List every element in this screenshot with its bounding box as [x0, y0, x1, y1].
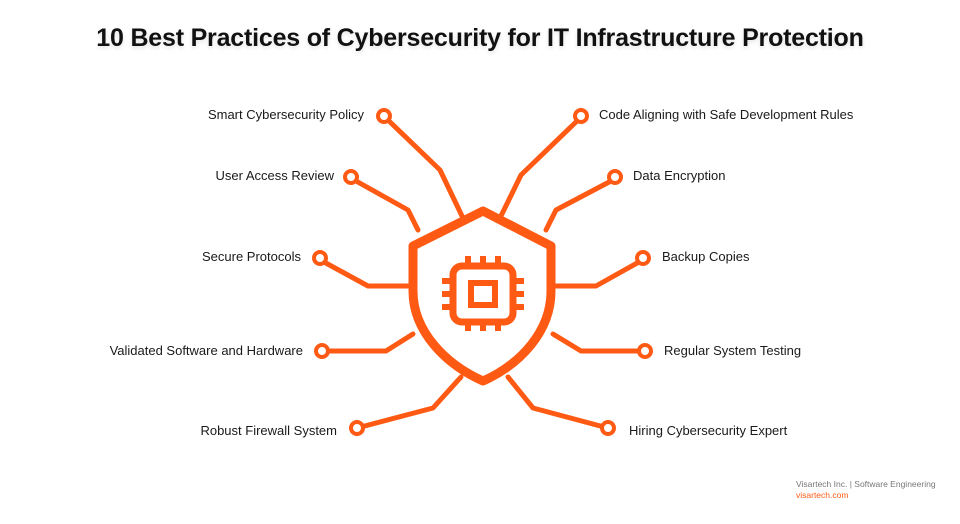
endpoint-icon: [343, 169, 359, 185]
connector-secure-protocols: [321, 259, 413, 289]
connector-user-access: [353, 178, 421, 233]
connector-smart-policy: [386, 118, 465, 219]
practice-validated-software-hardware: Validated Software and Hardware: [109, 343, 303, 358]
practice-robust-firewall-system: Robust Firewall System: [200, 423, 337, 438]
chip-icon: [442, 256, 524, 331]
practice-smart-cybersecurity-policy: Smart Cybersecurity Policy: [207, 107, 364, 122]
chip-core: [468, 280, 498, 308]
practice-user-access-review: User Access Review: [215, 168, 334, 183]
connector-backup: [553, 259, 642, 289]
endpoint-icon: [600, 420, 616, 436]
connector-system-testing: [550, 331, 643, 354]
practice-code-aligning: Code Aligning with Safe Development Rule…: [599, 107, 854, 122]
practice-backup-copies: Backup Copies: [662, 249, 750, 264]
endpoint-circles: [312, 108, 653, 436]
endpoint-icon: [376, 108, 392, 124]
connector-validated: [324, 331, 416, 354]
endpoint-icon: [635, 250, 651, 266]
connector-firewall: [358, 374, 464, 430]
connector-hiring: [505, 374, 607, 430]
connector-data-encryption: [543, 178, 614, 233]
endpoint-icon: [312, 250, 328, 266]
endpoint-icon: [607, 169, 623, 185]
practice-regular-system-testing: Regular System Testing: [664, 343, 802, 358]
endpoint-icon: [573, 108, 589, 124]
practice-data-encryption: Data Encryption: [633, 168, 726, 183]
page-title: 10 Best Practices of Cybersecurity for I…: [96, 24, 864, 52]
practice-hiring-cybersecurity-expert: Hiring Cybersecurity Expert: [629, 423, 788, 438]
practice-secure-protocols: Secure Protocols: [202, 249, 301, 264]
footer-site-link[interactable]: visartech.com: [796, 490, 849, 500]
connector-code-aligning: [498, 118, 580, 219]
endpoint-icon: [637, 343, 653, 359]
endpoint-icon: [314, 343, 330, 359]
footer: Visartech Inc. | Software Engineering vi…: [796, 479, 936, 501]
endpoint-icon: [349, 420, 365, 436]
footer-company: Visartech Inc. | Software Engineering: [796, 479, 936, 489]
